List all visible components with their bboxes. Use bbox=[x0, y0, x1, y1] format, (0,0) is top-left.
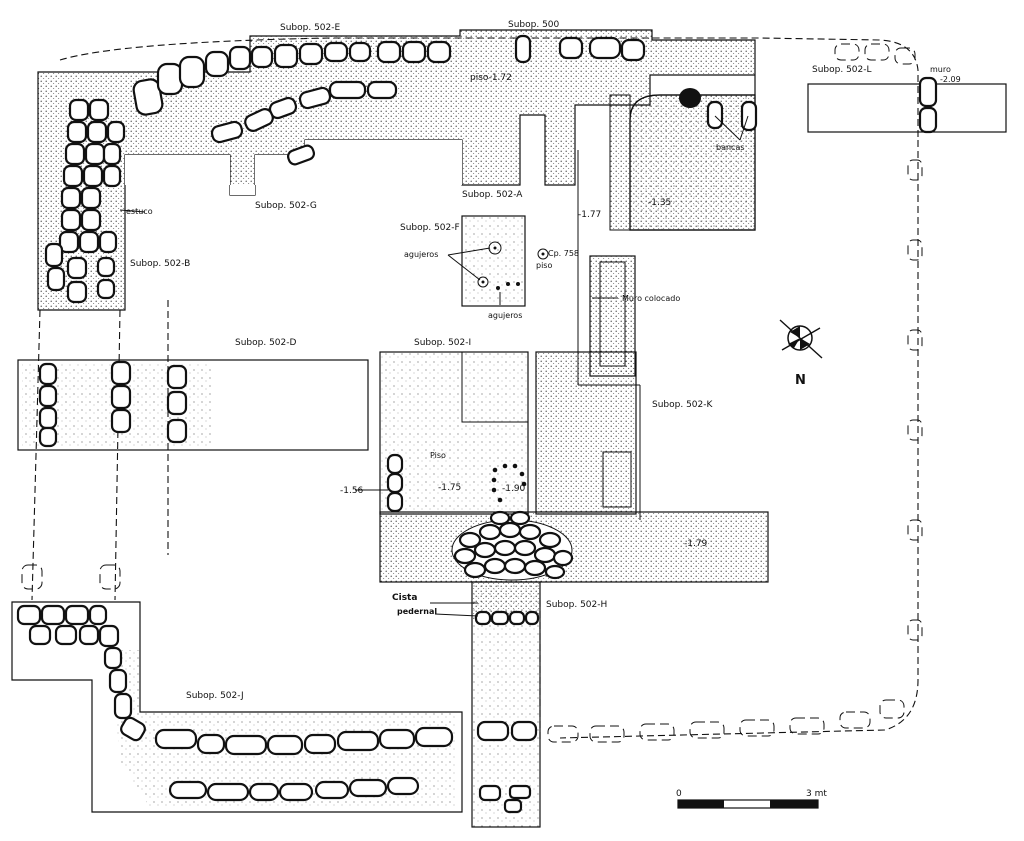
scale-start-label: 0 bbox=[676, 789, 682, 799]
north-arrow-icon bbox=[779, 319, 823, 359]
label-subop-502-f: Subop. 502-F bbox=[400, 223, 460, 233]
subop-502-j-trench bbox=[11, 601, 463, 813]
stone-column-502-i bbox=[386, 453, 404, 513]
posthole-ring bbox=[491, 463, 527, 503]
subop-502-l-trench bbox=[807, 83, 1007, 133]
elevation-135: -1.35 bbox=[648, 198, 671, 208]
label-subop-502-a: Subop. 502-A bbox=[462, 190, 523, 200]
elevation-179: -1.79 bbox=[684, 539, 708, 549]
subop-502-e-excavation bbox=[37, 29, 756, 311]
label-subop-500: Subop. 500 bbox=[508, 20, 560, 30]
label-subop-502-b: Subop. 502-B bbox=[130, 259, 190, 269]
east-west-trench bbox=[379, 511, 769, 583]
label-subop-502-i: Subop. 502-I bbox=[414, 338, 471, 348]
label-agujeros-2: agujeros bbox=[488, 311, 522, 320]
label-subop-502-g: Subop. 502-G bbox=[255, 201, 317, 211]
label-subop-502-h: Subop. 502-H bbox=[546, 600, 607, 610]
stone-wall-502-d bbox=[38, 360, 188, 448]
label-agujeros-1: agujeros bbox=[404, 250, 438, 259]
label-muro-colocado: Muro colocado bbox=[622, 294, 680, 303]
label-piso: piso bbox=[536, 261, 552, 270]
label-subop-502-k: Subop. 502-K bbox=[652, 400, 713, 410]
subop-502-d-trench bbox=[17, 359, 369, 451]
stone-wall-502-j bbox=[16, 604, 454, 802]
label-estuco: estuco bbox=[126, 207, 153, 216]
label-muro-elevation: -2.09 bbox=[940, 75, 961, 84]
leader-lines bbox=[119, 115, 749, 617]
scale-bar bbox=[677, 799, 819, 809]
elevation-177: -1.77 bbox=[578, 210, 601, 220]
label-muro: muro bbox=[930, 65, 951, 74]
subop-502-k-trench bbox=[535, 351, 637, 515]
label-subop-502-e: Subop. 502-E bbox=[280, 23, 340, 33]
reconstructed-stones bbox=[21, 43, 923, 743]
stone-wall-west bbox=[44, 98, 126, 304]
cista-stones bbox=[474, 610, 540, 814]
label-subop-502-l: Subop. 502-L bbox=[812, 65, 872, 75]
stone-wall-north bbox=[132, 34, 646, 166]
stone-wall-502-l bbox=[918, 76, 938, 134]
label-subop-502-d: Subop. 502-D bbox=[235, 338, 296, 348]
label-piso-502-i: Piso bbox=[430, 451, 446, 460]
elevation-175: -1.75 bbox=[438, 483, 461, 493]
label-pedernal: pedernal bbox=[397, 607, 437, 616]
subop-502-f-trench bbox=[461, 215, 526, 307]
north-label: N bbox=[795, 373, 806, 388]
label-piso-172: piso-1.72 bbox=[470, 73, 512, 83]
elevation-156: -1.56 bbox=[340, 486, 364, 496]
label-cista: Cista bbox=[392, 593, 417, 603]
scale-end-label: 3 mt bbox=[806, 789, 827, 799]
rubble-pile bbox=[451, 510, 574, 581]
elevation-190: -1.90 bbox=[502, 484, 526, 494]
label-cp-758: Cp. 758 bbox=[548, 249, 579, 258]
postholes-502-f bbox=[477, 241, 549, 290]
label-subop-502-j: Subop. 502-J bbox=[186, 691, 244, 701]
label-bancas: bancas bbox=[716, 143, 745, 152]
